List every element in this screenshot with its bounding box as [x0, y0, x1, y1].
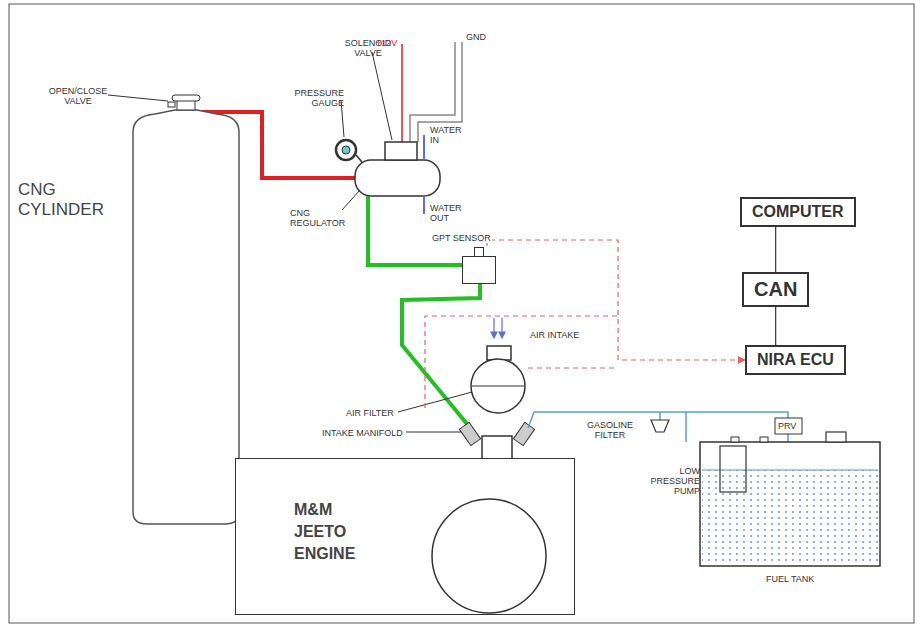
low-pressure-pump [720, 446, 746, 492]
part-label: WATER IN [430, 125, 466, 145]
part-label: +12V [376, 38, 397, 48]
engine-flywheel [236, 459, 576, 616]
power-wire [401, 44, 403, 142]
signal-arrow [487, 240, 745, 360]
gasoline-filter [651, 420, 669, 432]
node-label: CNG CYLINDER [18, 180, 118, 220]
part-label: AIR INTAKE [530, 330, 579, 340]
part-label: LOW PRESSURE PUMP [630, 466, 700, 496]
node-label: COMPUTER [752, 203, 844, 221]
node-label: NIRA ECU [757, 351, 834, 369]
fuel-tank [700, 442, 880, 566]
intake-runner [459, 422, 480, 445]
node-label: CAN [754, 278, 797, 301]
ecu-box: NIRA ECU [745, 345, 846, 375]
regulator [355, 160, 440, 196]
bus-line [775, 227, 776, 272]
air-flow-arrow [491, 318, 505, 338]
node-label: GPT SENSOR [431, 233, 492, 243]
frame [9, 4, 914, 623]
part-label: WATER OUT [430, 203, 470, 223]
air-filter-inlet [487, 346, 511, 360]
water-pipe [423, 196, 425, 214]
water-pipe [423, 135, 425, 160]
part-label: INTAKE MANIFOLD [322, 428, 403, 438]
intake-manifold [482, 436, 512, 460]
gasoline-pipe [528, 412, 686, 442]
part-label: OPEN/CLOSE VALVE [46, 86, 110, 106]
bus-line [775, 307, 776, 345]
part-label: AIR FILTER [346, 408, 394, 418]
part-label: GASOLINE FILTER [576, 420, 644, 440]
cylinder-outline [15, 92, 247, 532]
part-label: CNG REGULATOR [290, 208, 346, 228]
prv-box [775, 418, 802, 434]
part-label: PRV [778, 421, 796, 431]
computer-box: COMPUTER [740, 197, 856, 227]
cng-cylinder: CNG CYLINDER [15, 92, 247, 532]
intake-runner [513, 422, 534, 445]
gpt-sensor: GPT SENSOR [462, 256, 496, 284]
part-label: PRESSURE GAUGE [282, 88, 344, 108]
solenoid-valve [385, 142, 417, 160]
pressure-gauge [336, 140, 356, 160]
air-filter [471, 359, 525, 413]
part-label: FUEL TANK [766, 574, 814, 584]
can-box: CAN [742, 272, 809, 307]
engine-box: M&M JEETO ENGINE [235, 458, 575, 615]
node-label: M&M JEETO ENGINE [294, 499, 384, 565]
filler-cap [826, 432, 846, 442]
part-label: GND [466, 32, 486, 42]
